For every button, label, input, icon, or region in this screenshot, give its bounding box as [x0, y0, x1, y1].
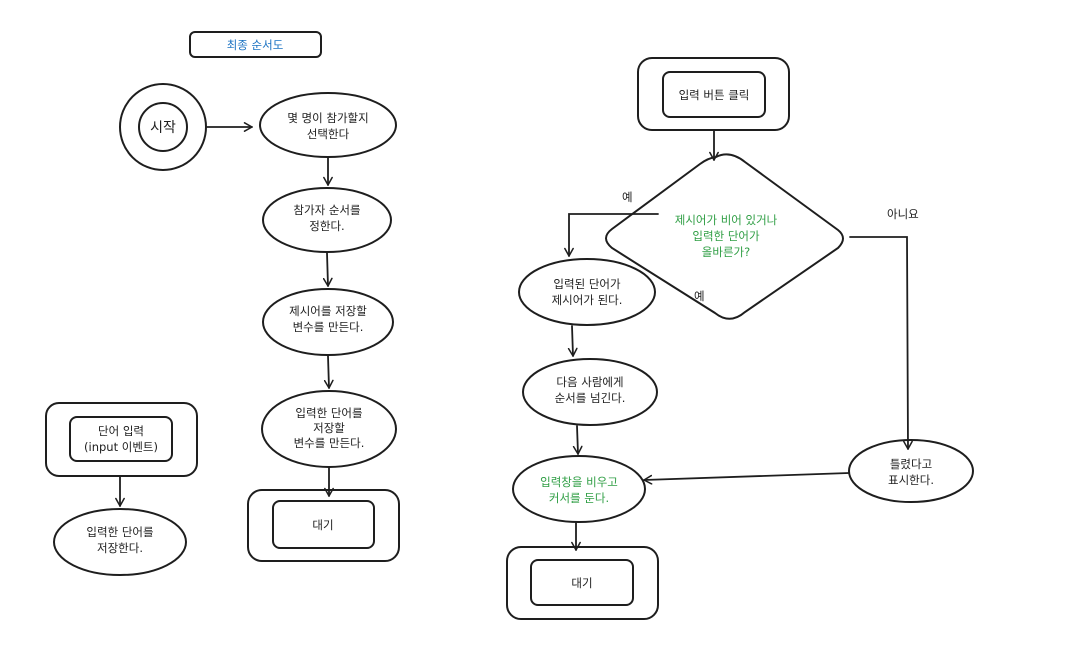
edge-keyword-var-to-input-var [323, 355, 334, 389]
node-word-input-event-line2: (input 이벤트) [84, 440, 158, 454]
node-show-wrong-line1: 틀렸다고 [890, 457, 932, 471]
edge-decision-no-to-wrong [849, 236, 913, 450]
node-word-becomes-keyword-line2: 제시어가 된다. [552, 293, 623, 307]
edge-wrong-to-clear [643, 472, 850, 485]
edge-pass-turn-to-clear [572, 425, 583, 455]
node-word-input-event: 단어 입력 (input 이벤트) [45, 402, 198, 477]
start-node: 시작 [119, 83, 207, 171]
node-pass-turn-line2: 순서를 넘긴다. [555, 391, 626, 405]
edge-order-to-keyword-var [322, 252, 333, 287]
node-make-input-var-line1: 입력한 단어를 [295, 406, 362, 420]
node-make-keyword-var: 제시어를 저장할 변수를 만든다. [262, 288, 394, 356]
node-make-keyword-var-line1: 제시어를 저장할 [289, 304, 367, 318]
node-word-becomes-keyword: 입력된 단어가 제시어가 된다. [518, 258, 656, 326]
node-set-order-line2: 정한다. [309, 219, 344, 233]
node-show-wrong-line2: 표시한다. [888, 473, 934, 487]
node-make-input-var: 입력한 단어를 저장할 변수를 만든다. [261, 390, 397, 468]
node-click-input-button-label: 입력 버튼 클릭 [679, 88, 750, 102]
title-text: 최종 순서도 [227, 38, 284, 52]
edge-label-no: 아니요 [887, 207, 919, 221]
node-make-input-var-line2: 저장할 [313, 421, 345, 435]
node-set-order: 참가자 순서를 정한다. [262, 187, 392, 253]
node-clear-input: 입력창을 비우고 커서를 둔다. [512, 455, 646, 523]
node-set-order-line1: 참가자 순서를 [293, 203, 360, 217]
node-word-becomes-keyword-line1: 입력된 단어가 [553, 277, 621, 291]
node-clear-input-line2: 커서를 둔다. [549, 491, 609, 505]
edge-label-yes-top: 예 [622, 190, 633, 204]
node-save-word-line1: 입력한 단어를 [86, 525, 153, 539]
node-make-input-var-line3: 변수를 만든다. [294, 436, 365, 450]
node-click-input-button: 입력 버튼 클릭 [637, 57, 790, 131]
edge-label-yes-bottom: 예 [694, 289, 705, 303]
node-wait-left: 대기 [247, 489, 400, 562]
node-pass-turn: 다음 사람에게 순서를 넘긴다. [522, 358, 658, 426]
node-decision: 제시어가 비어 있거나 입력한 단어가 올바른가? [605, 153, 844, 320]
node-decision-line1: 제시어가 비어 있거나 [675, 213, 778, 227]
edge-keyword-to-pass-turn [567, 325, 578, 357]
node-select-participants-line1: 몇 명이 참가할지 [287, 111, 368, 125]
node-save-word: 입력한 단어를 저장한다. [53, 508, 187, 576]
node-decision-line3: 올바른가? [702, 245, 750, 259]
node-wait-right-label: 대기 [571, 576, 592, 590]
node-word-input-event-line1: 단어 입력 [98, 424, 144, 438]
node-select-participants-line2: 선택한다 [307, 127, 350, 141]
node-save-word-line2: 저장한다. [97, 541, 143, 555]
node-wait-left-label: 대기 [312, 518, 333, 532]
diagram-title: 최종 순서도 [189, 31, 322, 58]
node-clear-input-line1: 입력창을 비우고 [540, 475, 618, 489]
node-select-participants: 몇 명이 참가할지 선택한다 [259, 92, 397, 158]
node-make-keyword-var-line2: 변수를 만든다. [293, 320, 364, 334]
start-label: 시작 [150, 120, 176, 136]
edge-decision-yes-to-keyword [564, 213, 659, 257]
node-decision-line2: 입력한 단어가 [692, 229, 760, 243]
title-box [189, 31, 322, 58]
node-wait-right: 대기 [506, 546, 659, 620]
node-show-wrong: 틀렸다고 표시한다. [848, 439, 974, 503]
node-pass-turn-line1: 다음 사람에게 [556, 375, 623, 389]
